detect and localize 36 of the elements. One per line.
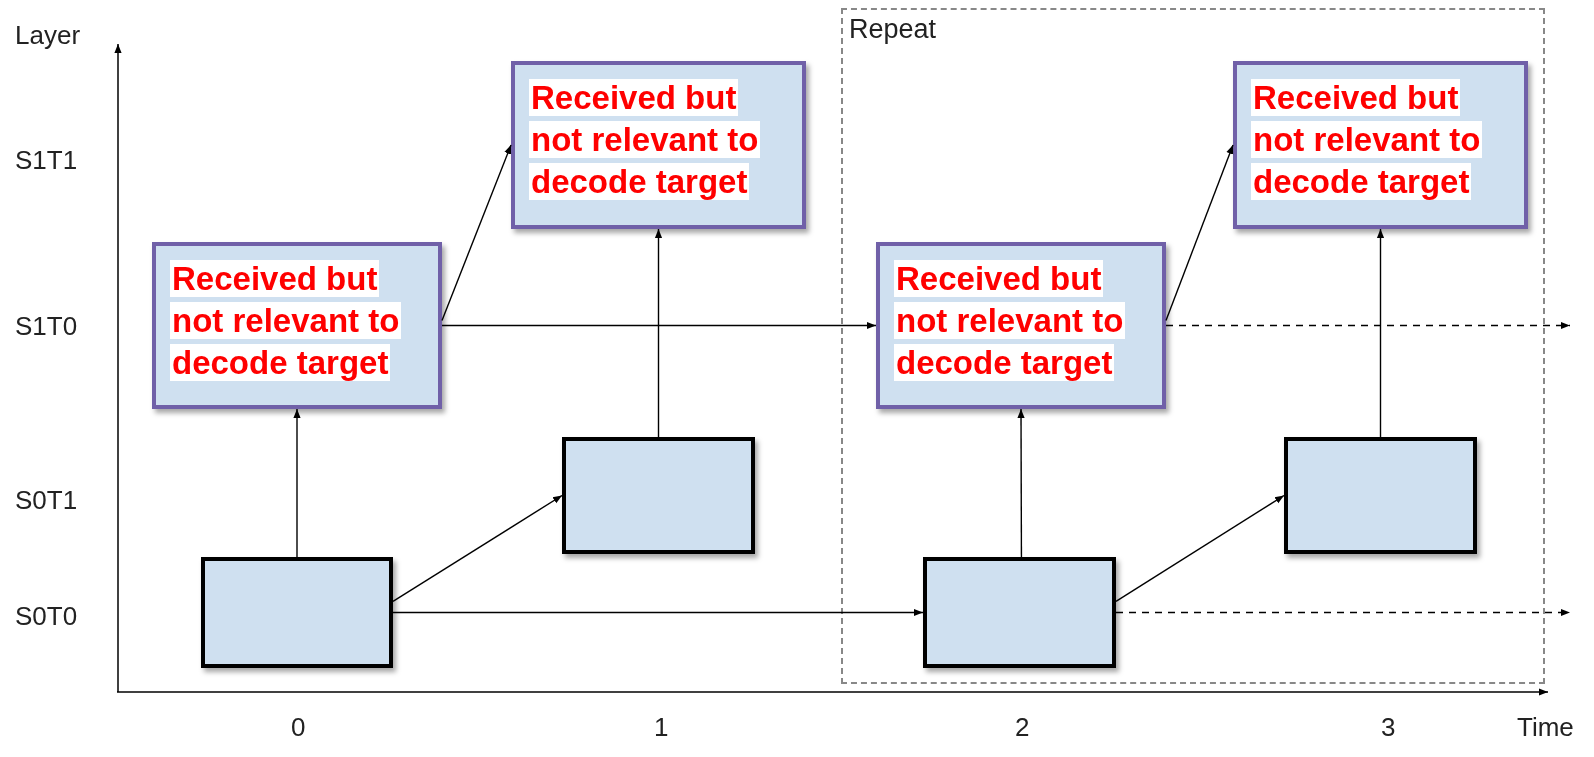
- layer-box: [511, 61, 806, 229]
- box-text: Received but not relevant to decode target: [529, 78, 762, 202]
- group-title: Repeat: [849, 16, 937, 43]
- arrow: [1017, 408, 1025, 558]
- box-text: Received but not relevant to decode target: [894, 259, 1127, 383]
- layer-box: [152, 242, 442, 409]
- time-tick-label: 3: [1381, 714, 1396, 740]
- arrow: [1165, 321, 1571, 330]
- arrow: [392, 494, 563, 603]
- layer-label: S1T1: [15, 147, 78, 173]
- layer-box: [876, 242, 1166, 409]
- axis-label: Layer: [15, 22, 81, 48]
- time-tick-label: 0: [291, 714, 306, 740]
- axis-label: Time: [1517, 714, 1574, 740]
- frame-box: [1284, 437, 1477, 554]
- arrow: [1165, 144, 1234, 322]
- layer-box: [1233, 61, 1528, 229]
- layer-label: S0T1: [15, 487, 78, 513]
- frame-box: [923, 557, 1116, 668]
- frame-box: [562, 437, 755, 554]
- layer-label: S0T0: [15, 603, 78, 629]
- arrow: [1376, 228, 1385, 438]
- arrow: [1115, 608, 1571, 617]
- arrow: [392, 608, 924, 617]
- arrow: [441, 321, 877, 330]
- box-text: Received but not relevant to decode target: [170, 259, 403, 383]
- frame-box: [201, 557, 393, 668]
- arrow: [441, 144, 512, 322]
- time-tick-label: 2: [1015, 714, 1030, 740]
- arrow: [654, 228, 663, 438]
- arrow: [1115, 494, 1285, 603]
- time-tick-label: 1: [654, 714, 669, 740]
- dashed-group-box: [841, 8, 1545, 684]
- arrow: [293, 408, 301, 558]
- layer-label: S1T0: [15, 313, 78, 339]
- box-text: Received but not relevant to decode target: [1251, 78, 1484, 202]
